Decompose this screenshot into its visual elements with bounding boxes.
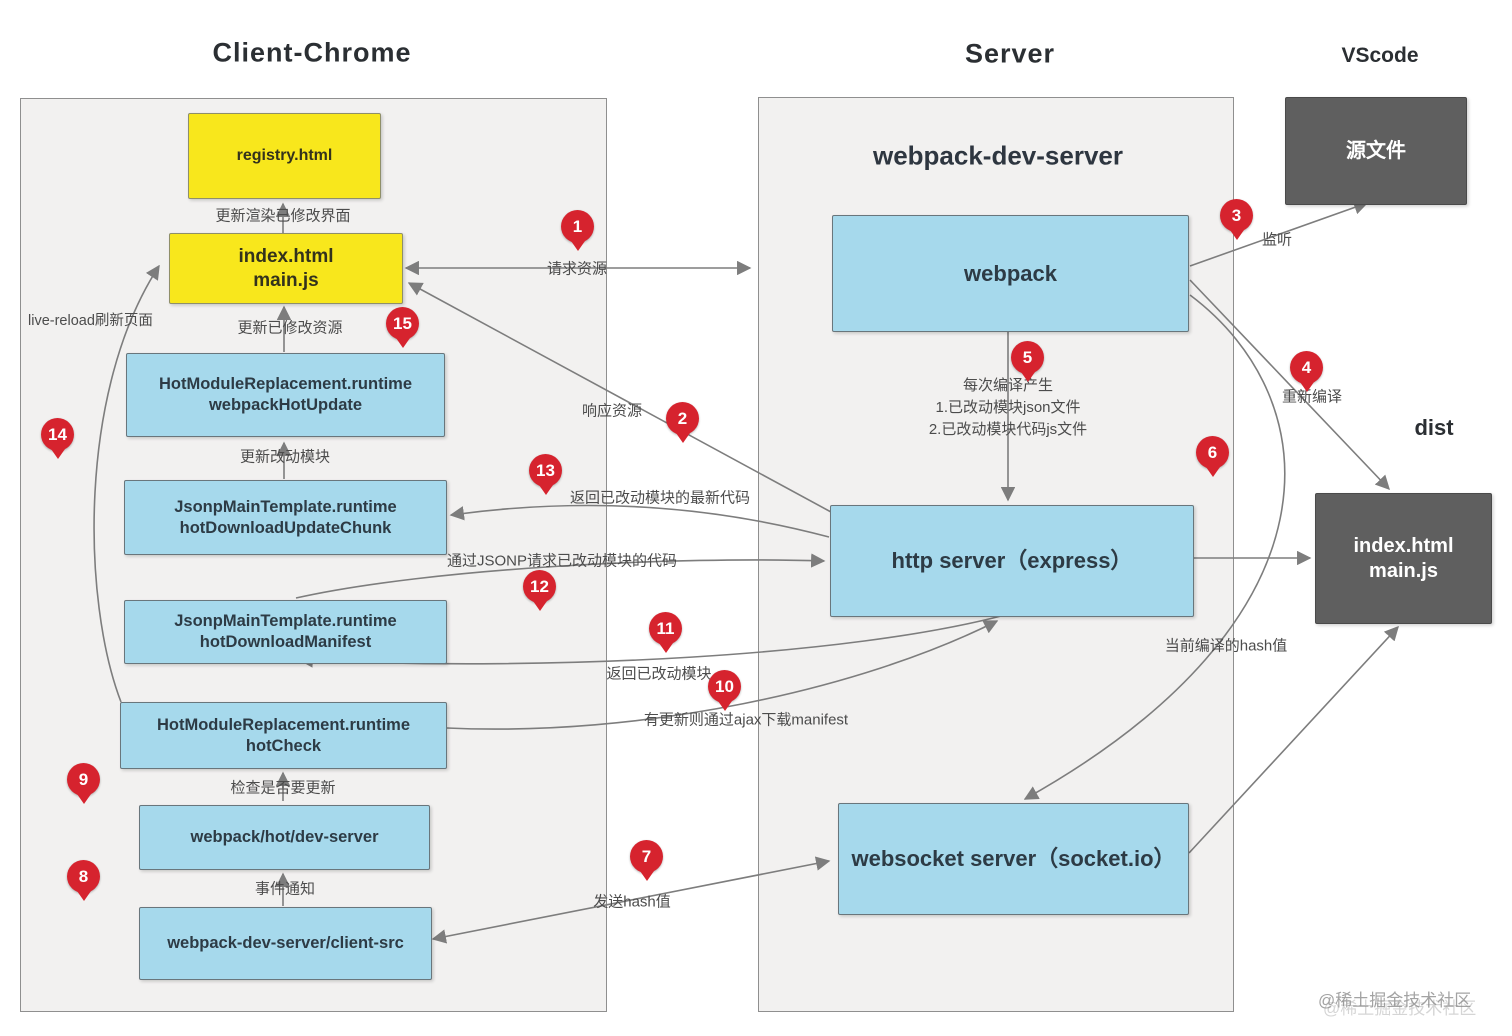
box-label: webpack-dev-server/client-src [167,934,404,953]
client-title: Client-Chrome [212,37,412,68]
label-send-hash: 发送hash值 [593,893,671,911]
box-hotcheck: HotModuleReplacement.runtime hotCheck [120,702,447,769]
box-label: main.js [253,269,319,291]
box-hmr-webpackhotupdate: HotModuleReplacement.runtime webpackHotU… [126,353,445,437]
box-hotdownloadupdatechunk: JsonpMainTemplate.runtime hotDownloadUpd… [124,480,447,555]
arrow-websocket-to-dist [1188,625,1399,854]
label-check-update: 检查是否要更新 [230,779,336,797]
label-live-reload: live-reload刷新页面 [28,313,153,329]
vscode-title: VScode [1341,44,1419,67]
box-websocket-server-socketio: websocket server（socket.io） [838,803,1189,915]
box-label: webpack/hot/dev-server [190,828,379,847]
label-ajax-download-manifest: 有更新则通过ajax下载manifest [643,711,849,729]
step-badge-3: 3 [1220,199,1253,232]
box-label: HotModuleReplacement.runtime [156,715,411,734]
arrow-response-resource [407,282,832,513]
step-badge-4: 4 [1290,351,1323,384]
box-label: HotModuleReplacement.runtime [158,375,413,394]
step-badge-1: 1 [561,210,594,243]
step-badge-8: 8 [67,860,100,893]
box-webpack-hot-dev-server: webpack/hot/dev-server [139,805,430,870]
label-update-changed-module: 更新改动模块 [239,448,331,466]
box-label: index.html [1353,534,1454,557]
step-badge-14: 14 [41,418,74,451]
label-current-hash: 当前编译的hash值 [1164,637,1288,655]
arrow-recompile-to-dist [1189,279,1390,491]
box-registry-html: registry.html [188,113,381,199]
box-label: registry.html [236,147,333,164]
box-webpack-dev-server-client-src: webpack-dev-server/client-src [139,907,432,980]
label-compile-line2: 1.已改动模块json文件 [935,399,1081,416]
label-request-resource: 请求资源 [546,260,608,278]
step-badge-15: 15 [386,307,419,340]
watermark: @稀土掘金技术社区 [1318,991,1472,1010]
label-compile-line1: 每次编译产生 [962,377,1053,394]
label-compile-line3: 2.已改动模块代码js文件 [928,421,1088,438]
label-return-changed-module: 返回已改动模块 [606,665,712,683]
box-dist-index-html: index.html main.js [1315,493,1492,624]
box-label: hotDownloadUpdateChunk [179,518,392,537]
step-badge-11: 11 [649,612,682,645]
step-badge-2: 2 [666,402,699,435]
label-response-resource: 响应资源 [581,402,643,420]
label-update-modified-res: 更新已修改资源 [237,319,343,337]
box-label: JsonpMainTemplate.runtime [174,497,397,516]
arrow-send-hash [431,856,831,944]
label-update-render: 更新渲染已修改界面 [215,207,351,225]
box-label: webpack [964,260,1057,286]
arrow-webpack-listen-source [1189,200,1369,267]
step-badge-6: 6 [1196,436,1229,469]
box-webpack: webpack [832,215,1189,332]
box-label: websocket server（socket.io） [851,846,1176,872]
box-label: hotCheck [245,736,322,755]
step-badge-9: 9 [67,763,100,796]
arrow-jsonp-request [295,553,826,599]
arrow-return-latest-code [449,504,830,538]
step-badge-10: 10 [708,670,741,703]
box-hotdownloadmanifest: JsonpMainTemplate.runtime hotDownloadMan… [124,600,447,664]
box-label: webpackHotUpdate [208,396,363,414]
arrow-live-reload [93,264,160,703]
server-title: Server [964,38,1056,69]
dist-label: dist [1414,415,1454,440]
label-listen: 监听 [1261,231,1293,249]
label-jsonp-request-code: 通过JSONP请求已改动模块的代码 [446,552,678,570]
box-index-html-client: index.html main.js [169,233,403,304]
step-badge-5: 5 [1011,341,1044,374]
label-event-notify: 事件通知 [254,880,316,898]
arrow-hash-to-websocket [1023,294,1286,800]
step-badge-13: 13 [529,454,562,487]
box-label: 源文件 [1346,139,1406,162]
box-http-server-express: http server（express） [830,505,1194,617]
box-label: hotDownloadManifest [199,633,372,651]
step-badge-12: 12 [523,570,556,603]
box-label: http server（express） [891,548,1133,574]
label-compile-products: 每次编译产生 1.已改动模块json文件 2.已改动模块代码js文件 [929,375,1087,441]
label-recompile: 重新编译 [1281,388,1343,406]
box-label: index.html [238,245,334,267]
webpack-dev-server-title: webpack-dev-server [872,140,1124,171]
label-return-latest-code: 返回已改动模块的最新代码 [569,489,751,507]
step-badge-7: 7 [630,840,663,873]
arrow-ajax-manifest [446,620,999,730]
box-label: main.js [1369,559,1438,582]
box-source-file: 源文件 [1285,97,1467,205]
box-label: JsonpMainTemplate.runtime [174,612,397,631]
